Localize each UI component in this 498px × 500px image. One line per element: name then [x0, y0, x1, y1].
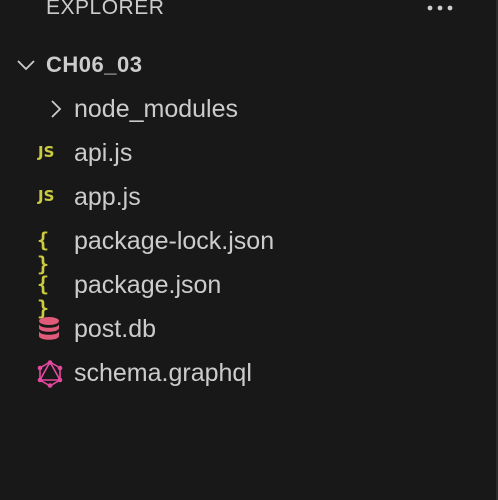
tree-item-label: post.db: [74, 315, 157, 343]
panel-border: [496, 0, 498, 500]
tree-item-label: app.js: [74, 183, 141, 211]
tree-item-label: api.js: [74, 139, 133, 167]
tree-item-app-js[interactable]: JS app.js: [0, 175, 496, 219]
tree-item-label: schema.graphql: [74, 359, 252, 387]
tree-item-package-json[interactable]: { } package.json: [0, 263, 496, 320]
explorer-header: EXPLORER: [0, 0, 496, 24]
js-icon: JS: [38, 143, 55, 161]
more-actions-button[interactable]: [418, 0, 462, 22]
tree-item-schema-graphql[interactable]: schema.graphql: [0, 351, 496, 395]
tree-item-label: node_modules: [74, 95, 239, 123]
tree-item-node-modules[interactable]: node_modules: [0, 87, 496, 131]
tree-item-package-lock-json[interactable]: { } package-lock.json: [0, 219, 496, 276]
ellipsis-icon: [427, 5, 453, 11]
json-icon: { }: [37, 272, 50, 320]
js-icon: JS: [38, 187, 55, 205]
json-icon: { }: [37, 228, 50, 276]
tree-item-api-js[interactable]: JS api.js: [0, 131, 496, 175]
chevron-right-icon: [44, 87, 68, 131]
tree-item-post-db[interactable]: post.db: [0, 307, 496, 351]
database-icon: [36, 307, 64, 351]
folder-root-label: CH06_03: [46, 52, 143, 77]
explorer-title: EXPLORER: [46, 0, 165, 19]
graphql-icon: [36, 351, 64, 395]
folder-root-row[interactable]: CH06_03: [0, 43, 496, 87]
tree-item-label: package.json: [74, 271, 222, 299]
chevron-down-icon: [14, 43, 38, 87]
tree-item-label: package-lock.json: [74, 227, 275, 255]
